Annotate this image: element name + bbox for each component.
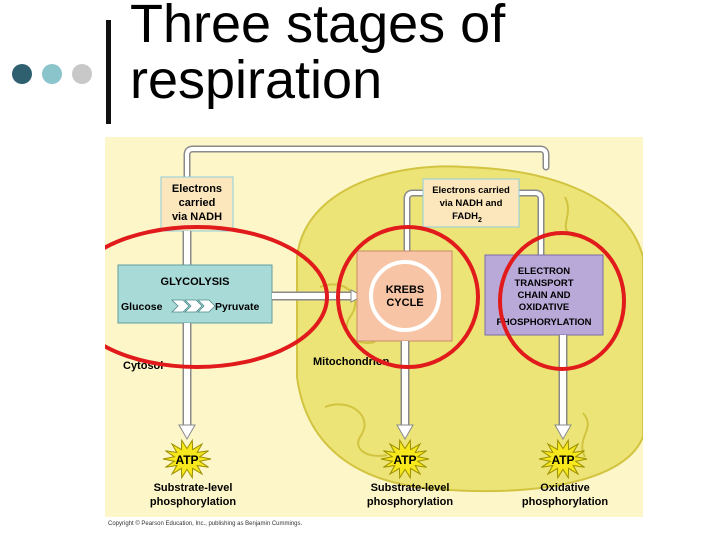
nadh-box-right: Electrons carried via NADH and FADH2 (422, 178, 520, 228)
output-labels: Substrate-level phosphorylation Substrat… (150, 482, 608, 508)
pyruvate-arrow (272, 289, 365, 303)
nadh-box-left: Electrons carried via NADH (160, 176, 234, 232)
glucose-label: Glucose (121, 301, 163, 313)
output-3-line-2: phosphorylation (522, 496, 608, 508)
chevron-icon-3 (197, 299, 216, 313)
feedback-arrows (183, 145, 550, 255)
highlight-circle-glycolysis (105, 225, 329, 369)
atp-burst-3: ATP (538, 438, 588, 480)
nadh-left-line-1: Electrons (172, 183, 222, 195)
krebs-line-2: CYCLE (386, 297, 423, 309)
output-1-line-2: phosphorylation (150, 496, 236, 508)
atp-burst-1: ATP (162, 438, 212, 480)
krebs-line-1: KREBS (386, 284, 425, 296)
nadh-right-line-1: Electrons carried (432, 185, 510, 196)
highlight-circles (105, 225, 626, 371)
respiration-diagram: Electrons carried via NADH Electrons car… (105, 137, 643, 517)
atp-bursts: ATP ATP ATP (162, 438, 588, 480)
etc-line-5: PHOSPHORYLATION (496, 317, 591, 328)
atp-label: ATP (551, 453, 574, 467)
nadh-left-line-2: carried (179, 197, 216, 209)
bullet-dot-2 (42, 64, 62, 84)
bullet-dot-3 (72, 64, 92, 84)
etc-line-2: TRANSPORT (514, 278, 573, 289)
atp-arrows (178, 323, 572, 441)
fadh-label: FADH2 (452, 211, 482, 224)
bullet-dot-1 (12, 64, 32, 84)
bullet-dots (12, 64, 96, 88)
pyruvate-label: Pyruvate (215, 301, 260, 313)
glycolysis-title: GLYCOLYSIS (161, 276, 230, 288)
atp-burst-shape (538, 438, 588, 480)
highlight-circle-etc (498, 231, 626, 371)
etc-line-3: CHAIN AND (518, 290, 571, 301)
atp-label: ATP (175, 453, 198, 467)
output-1-line-1: Substrate-level (154, 482, 233, 494)
highlight-circle-krebs (336, 225, 480, 369)
chevron-icon-2 (184, 299, 203, 313)
output-3-line-1: Oxidative (540, 482, 590, 494)
krebs-cycle-box: KREBS CYCLE (356, 250, 453, 342)
atp-burst-shape (162, 438, 212, 480)
output-2-line-1: Substrate-level (371, 482, 450, 494)
copyright-notice: Copyright © Pearson Education, Inc., pub… (108, 521, 303, 527)
glycolysis-box: GLYCOLYSIS Glucose Pyruvate (117, 264, 273, 324)
atp-burst-shape (380, 438, 430, 480)
nadh-left-line-3: via NADH (172, 211, 222, 223)
etc-line-1: ELECTRON (518, 266, 570, 277)
fadh-subscript: 2 (478, 217, 482, 224)
etc-line-4: OXIDATIVE (519, 302, 570, 313)
atp-label: ATP (393, 453, 416, 467)
nadh-right-line-2: via NADH and (440, 198, 503, 209)
mitochondrion-label: Mitochondrion (313, 356, 390, 368)
output-2-line-2: phosphorylation (367, 496, 453, 508)
chevron-icon-1 (171, 299, 190, 313)
atp-burst-2: ATP (380, 438, 430, 480)
slide-title-line-2: respiration (130, 50, 383, 110)
title-divider (106, 20, 111, 124)
slide-title: Three stages of respiration (130, 0, 505, 108)
slide-title-line-1: Three stages of (130, 0, 506, 54)
